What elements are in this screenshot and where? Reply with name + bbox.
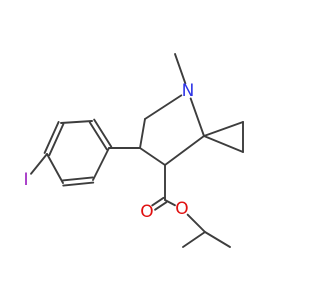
bond-10-b (88, 121, 108, 151)
bond-19 (164, 199, 176, 207)
atom-label-layer: N I O O (23, 81, 194, 222)
bond-22 (204, 231, 231, 248)
bond-12-b (48, 123, 65, 157)
bond-7 (139, 147, 166, 166)
bond-layer (30, 53, 244, 248)
bond-6 (139, 118, 146, 149)
bond-18-a (151, 196, 165, 207)
bond-14-a (62, 181, 95, 187)
bond-14-b (61, 176, 94, 182)
bond-12-a (43, 120, 60, 154)
bond-0 (174, 53, 187, 85)
bond-18-b (154, 201, 168, 211)
atom-label-i-1: I (23, 170, 28, 190)
bond-2 (144, 94, 183, 120)
bond-1 (189, 97, 205, 137)
bond-3 (203, 121, 244, 137)
molecule-canvas: N I O O (23, 53, 244, 248)
structure-diagram: N I O O (23, 53, 244, 248)
bond-16 (30, 153, 48, 175)
bond-10-a (93, 118, 113, 148)
bond-20 (186, 213, 206, 233)
bond-8 (164, 135, 205, 166)
bond-21 (182, 231, 206, 248)
bond-11 (60, 120, 93, 124)
bond-13 (46, 153, 64, 184)
atom-label-o-3: O (175, 199, 188, 219)
atom-label-n-0: N (182, 81, 195, 101)
bond-15 (92, 147, 110, 181)
bond-5 (203, 135, 244, 153)
atom-label-o-2: O (140, 202, 153, 222)
